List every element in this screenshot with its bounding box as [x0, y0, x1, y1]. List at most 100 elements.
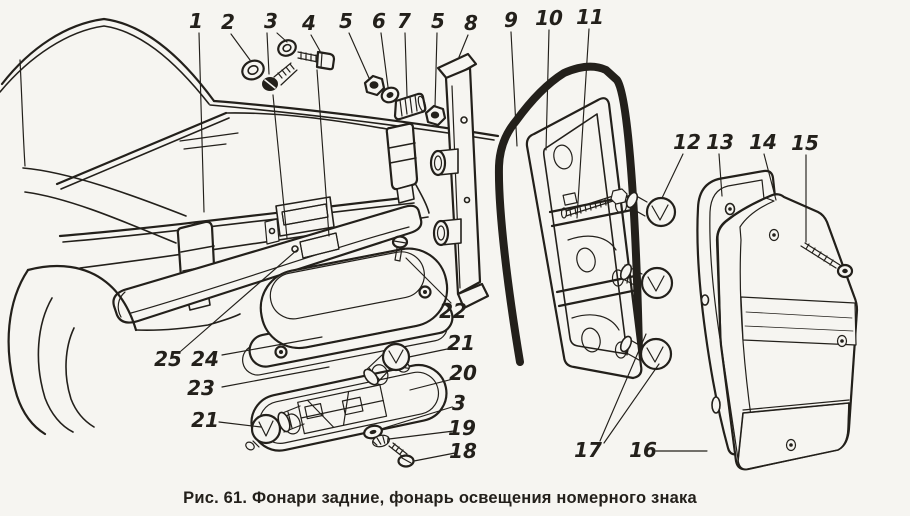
- leader-line: [180, 249, 298, 352]
- washer-3-icon: [277, 39, 297, 57]
- callout-number: 5: [339, 9, 353, 33]
- reflector-edge-bottom: [571, 314, 620, 331]
- leader-line: [266, 32, 270, 75]
- leader-line: [599, 333, 647, 442]
- callout-number: 14: [749, 130, 777, 154]
- threaded-bushing-7-icon: [393, 92, 427, 121]
- leader-line: [221, 336, 323, 356]
- fender-shoulder: [26, 264, 138, 332]
- callout-2: 2: [221, 10, 251, 61]
- leader-line: [380, 32, 389, 88]
- callout-23: 23: [187, 366, 330, 400]
- leader-line: [458, 34, 469, 58]
- lens-hole-top-dot: [772, 233, 776, 237]
- leader-line: [408, 347, 453, 358]
- callout-number: 18: [449, 439, 477, 463]
- callout-14: 14: [749, 130, 777, 201]
- nut-5-icon: [363, 74, 386, 97]
- reflector-edge-mid: [567, 235, 617, 251]
- pillar-edge: [19, 59, 26, 167]
- housing-hole-mid: [576, 247, 596, 273]
- roofline-outer: [0, 17, 216, 103]
- trunk-lid-rear-edge-inner: [62, 202, 415, 243]
- callout-number: 4: [301, 11, 316, 35]
- callout-18: 18: [413, 439, 477, 463]
- lamp-ear-left: [274, 345, 288, 359]
- housing-hole-bottom: [581, 327, 601, 353]
- lamp-dome-24: [259, 247, 449, 350]
- callout-15: 15: [791, 131, 819, 243]
- gasket-slot: [711, 396, 721, 414]
- callout-number: 9: [504, 8, 518, 32]
- lamp-ear-right: [418, 285, 432, 299]
- callout-3: 3: [380, 391, 466, 430]
- lens-bottom-hatch: [737, 402, 850, 471]
- leader-line: [218, 421, 262, 428]
- leader-line: [230, 33, 251, 61]
- callout-number: 11: [576, 5, 604, 29]
- callout-3: 3: [264, 9, 288, 239]
- callout-12: 12: [661, 130, 701, 199]
- lens-section-divider: [742, 399, 850, 411]
- callout-1: 1: [189, 9, 205, 213]
- callout-11: 11: [576, 5, 604, 219]
- callout-16: 16: [629, 438, 708, 462]
- trunk-aperture-top: [225, 112, 388, 130]
- leader-line: [276, 32, 288, 43]
- callout-number: 3: [264, 9, 278, 33]
- washer-2-icon: [241, 59, 265, 81]
- bracket-plate-edge: [451, 85, 461, 289]
- leader-line: [434, 32, 438, 108]
- bracket-foot: [456, 282, 490, 310]
- callout-number: 5: [431, 9, 445, 33]
- rear-bumper: [112, 204, 423, 324]
- bumper-end-cap: [117, 291, 126, 318]
- gasket-hole-top-dot: [728, 207, 732, 211]
- callout-number: 24: [191, 347, 219, 371]
- leader-line: [545, 29, 550, 151]
- lock-washer-6-icon: [380, 86, 400, 104]
- callout-number: 3: [452, 391, 466, 415]
- callout-number: 21: [447, 331, 475, 355]
- callout-7: 7: [397, 9, 411, 97]
- callout-number: 21: [191, 408, 219, 432]
- outer-lens: [715, 193, 859, 471]
- tail-lamp-bulbs: [619, 191, 677, 371]
- lens-screw-15: [800, 242, 854, 279]
- bulb-bottom: [619, 335, 673, 371]
- callout-5: 5: [431, 9, 445, 108]
- callout-22: 22: [405, 257, 467, 323]
- mounting-stud: [560, 188, 628, 219]
- nut-5b-icon: [424, 104, 447, 127]
- callout-25: 25: [154, 249, 298, 371]
- leader-line: [661, 153, 684, 199]
- lock-washer-19-icon: [372, 434, 390, 448]
- housing-inner-frame: [542, 113, 628, 355]
- callout-number: 17: [574, 438, 602, 462]
- lamp-bracket: [429, 52, 490, 310]
- car-right-tail-lamp-foot: [396, 184, 415, 204]
- callout-19: 19: [388, 416, 476, 440]
- callout-17: 17: [574, 333, 660, 462]
- fender-crease-2: [24, 191, 177, 244]
- bracket-top-flange: [436, 52, 478, 82]
- wheel-arch-outer: [7, 268, 47, 436]
- callout-24: 24: [191, 336, 323, 371]
- callout-number: 1: [189, 9, 203, 33]
- leader-line: [603, 363, 660, 444]
- lamp-housing: [525, 97, 643, 380]
- leader-line: [272, 94, 288, 239]
- figure-caption: Рис. 61. Фонари задние, фонарь освещения…: [183, 489, 697, 507]
- bracket-hole-1: [460, 116, 468, 124]
- screw-3-icon: [262, 62, 298, 91]
- trunk-aperture-left-inner: [60, 117, 230, 190]
- screw-18-icon: [388, 442, 415, 468]
- gasket-hole-mid: [700, 294, 710, 306]
- callout-20: 20: [409, 361, 477, 391]
- leader-line: [763, 153, 777, 201]
- bulb-middle: [619, 263, 674, 300]
- callout-9: 9: [504, 8, 518, 147]
- callout-number: 19: [448, 416, 476, 440]
